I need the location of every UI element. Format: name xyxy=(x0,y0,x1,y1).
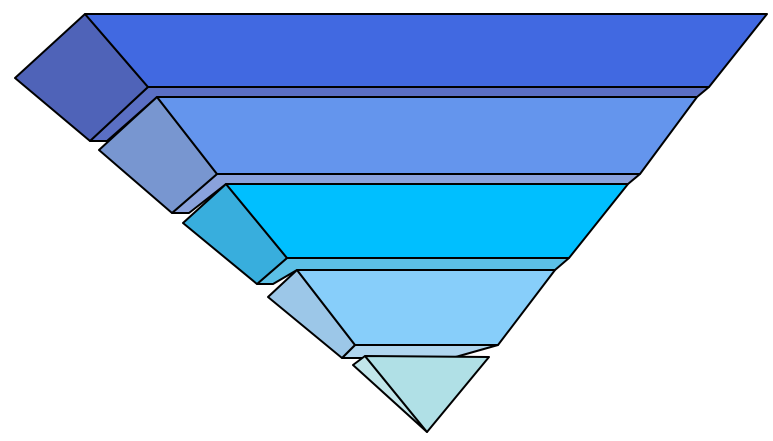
tier-1-face xyxy=(84,13,768,88)
tier-5-face xyxy=(364,355,490,433)
tier-1 xyxy=(14,13,768,142)
tier-5 xyxy=(352,355,490,433)
tier-2-face xyxy=(156,96,698,175)
tier-4 xyxy=(267,269,556,359)
tier-4-face xyxy=(296,269,556,346)
tier-3-face xyxy=(225,183,629,259)
